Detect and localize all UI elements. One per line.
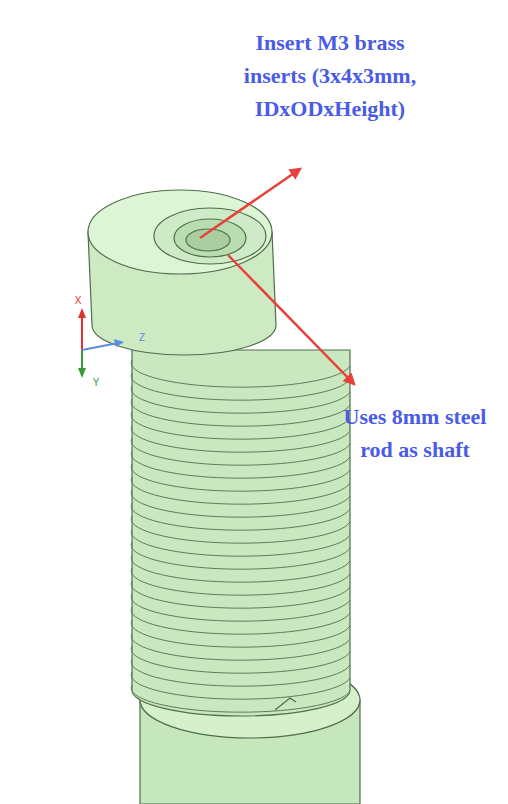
thread-line (131, 451, 350, 478)
thread-line (131, 594, 350, 621)
thread-line (131, 503, 350, 530)
thread-line (131, 581, 350, 608)
thread-line (131, 633, 350, 660)
thread-line (131, 412, 350, 439)
thread-line (131, 542, 350, 569)
callout-text: Uses 8mm steel rod as shaft (333, 400, 498, 466)
thread-line (131, 438, 350, 465)
thread-line (131, 685, 350, 712)
axis-label: Z (135, 333, 149, 343)
callout-text: Insert M3 brass inserts (3x4x3mm, IDxODx… (223, 26, 438, 125)
thread-line (131, 373, 350, 400)
thread-line (131, 646, 350, 673)
thread-line (131, 425, 350, 452)
thread-line (131, 464, 350, 491)
thread-line (131, 490, 350, 517)
thread-line (131, 659, 350, 686)
thread-line (131, 672, 350, 699)
thread-line (131, 360, 350, 387)
axis-label: X (71, 296, 85, 306)
thread-line (131, 555, 350, 582)
thread-line (131, 607, 350, 634)
axis-label: Y (89, 378, 103, 388)
thread-line (131, 529, 350, 556)
thread-line (131, 568, 350, 595)
thread-line (131, 477, 350, 504)
thread-line (131, 399, 350, 426)
thread-line (131, 386, 350, 413)
thread-line (131, 620, 350, 647)
thread-line (131, 516, 350, 543)
